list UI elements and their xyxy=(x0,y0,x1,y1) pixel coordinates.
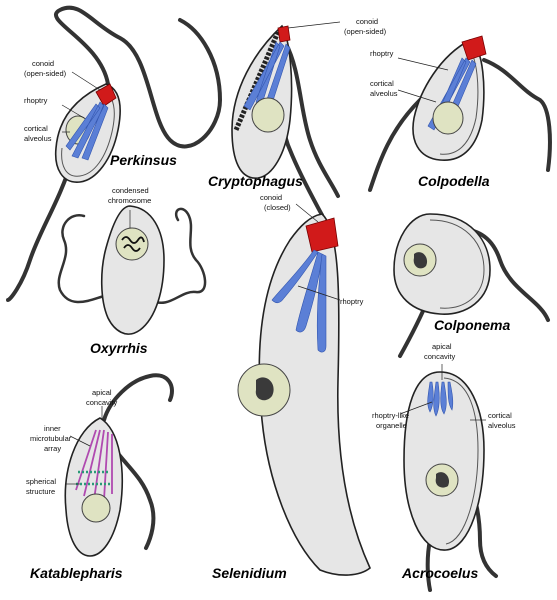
katablepharis-apical-label: apical xyxy=(92,388,112,397)
oxyrrhis-taxon-name: Oxyrrhis xyxy=(90,340,148,356)
perkinsus-cell: conoid (open-sided) rhoptry cortical alv… xyxy=(6,5,223,302)
selenidium-conoid-label: conoid xyxy=(260,193,282,202)
acrocoelus-organelle-label: organelle xyxy=(376,421,407,430)
perkinsus-taxon-name: Perkinsus xyxy=(110,152,177,168)
katablepharis-concavity-label: concavity xyxy=(86,398,118,407)
selenidium-rhoptry-shape xyxy=(271,249,327,353)
cryptophagus-conoid-shape xyxy=(277,25,291,43)
selenidium-taxon-name: Selenidium xyxy=(212,565,287,581)
perkinsus-flagellum-posterior xyxy=(6,158,74,302)
perkinsus-alveolus-line xyxy=(61,89,115,177)
oxyrrhis-chromosome-sub-label: chromosome xyxy=(108,196,151,205)
katablepharis-spherical-label: spherical xyxy=(26,477,56,486)
acrocoelus-rhoptry-shape xyxy=(427,381,454,417)
selenidium-rhoptry-label: rhoptry xyxy=(340,297,364,306)
perkinsus-conoid-label: conoid xyxy=(32,59,54,68)
oxyrrhis-nucleus xyxy=(115,227,149,261)
katablepharis-structure-label: structure xyxy=(26,487,55,496)
colpodella-nucleus xyxy=(432,101,464,135)
colpodella-rhoptry-label: rhoptry xyxy=(370,49,394,58)
katablepharis-flagellum-1 xyxy=(102,373,174,422)
cryptophagus-conoid-sub-label: (open-sided) xyxy=(344,27,387,36)
selenidium-conoid-sub-label: (closed) xyxy=(264,203,291,212)
colponema-alveolus-line xyxy=(429,219,485,309)
colpodella-taxon-name: Colpodella xyxy=(418,173,490,189)
acrocoelus-concavity-label: concavity xyxy=(424,352,456,361)
cryptophagus-flagellum-1 xyxy=(284,42,340,198)
perkinsus-conoid-shape xyxy=(95,83,117,107)
perkinsus-flagellum-anterior xyxy=(54,5,223,149)
oxyrrhis-chromosome-squiggle xyxy=(121,236,145,252)
cryptophagus-conoid-label: conoid xyxy=(356,17,378,26)
katablepharis-inner-label: inner xyxy=(44,424,61,433)
colponema-cell: Colponema xyxy=(393,213,550,358)
acrocoelus-taxon-name: Acrocoelus xyxy=(401,565,478,581)
acrocoelus-alveolus-label: alveolus xyxy=(488,421,516,430)
oxyrrhis-flagellum-right xyxy=(148,207,207,304)
colpodella-alveolus-label: alveolus xyxy=(370,89,398,98)
oxyrrhis-body xyxy=(100,205,165,335)
acrocoelus-cell: apical concavity rhoptry-like organelle … xyxy=(372,342,516,592)
cryptophagus-nucleus xyxy=(251,97,285,133)
perkinsus-rhoptry-shape xyxy=(65,101,109,161)
colponema-nucleolus xyxy=(413,252,428,269)
selenidium-nucleolus xyxy=(255,377,274,401)
katablepharis-spherical-row xyxy=(76,470,112,486)
katablepharis-array-label: array xyxy=(44,444,61,453)
acrocoelus-rhoptry-label: rhoptry-like xyxy=(372,411,409,420)
katablepharis-taxon-name: Katablepharis xyxy=(30,565,123,581)
perkinsus-alveolus-label: alveolus xyxy=(24,134,52,143)
katablepharis-microtubular-array xyxy=(75,429,113,501)
colpodella-conoid-shape xyxy=(461,35,487,61)
perkinsus-rhoptry-label: rhoptry xyxy=(24,96,48,105)
katablepharis-microtubular-label: microtubular xyxy=(30,434,72,443)
selenidium-conoid-shape xyxy=(305,217,339,253)
acrocoelus-body xyxy=(403,371,485,551)
colpodella-flagellum-2 xyxy=(368,98,422,192)
oxyrrhis-flagellum-left xyxy=(57,214,106,304)
perkinsus-cortical-label: cortical xyxy=(24,124,48,133)
katablepharis-body xyxy=(64,417,123,557)
oxyrrhis-chromosome-label: condensed xyxy=(112,186,149,195)
colponema-body xyxy=(393,213,491,315)
acrocoelus-apical-label: apical xyxy=(432,342,452,351)
katablepharis-cell: apical concavity inner microtubular arra… xyxy=(26,373,174,581)
colpodella-alveolus-line xyxy=(439,45,479,155)
cryptophagus-cell: conoid (open-sided) Cryptophagus xyxy=(208,17,387,217)
acrocoelus-alveolus-line xyxy=(443,377,479,545)
colpodella-flagellum-1 xyxy=(482,58,552,172)
selenidium-cell: conoid (closed) rhoptry Selenidium xyxy=(212,193,371,581)
cryptophagus-taxon-name: Cryptophagus xyxy=(208,173,303,189)
acrocoelus-cortical-label: cortical xyxy=(488,411,512,420)
oxyrrhis-cell: condensed chromosome Oxyrrhis xyxy=(57,186,207,356)
acrocoelus-nucleolus xyxy=(435,472,450,488)
perkinsus-conoid-sub-label: (open-sided) xyxy=(24,69,67,78)
colpodella-cell: rhoptry cortical alveolus Colpodella xyxy=(368,35,552,192)
selenidium-body xyxy=(258,213,371,576)
colpodella-cortical-label: cortical xyxy=(370,79,394,88)
katablepharis-nucleus xyxy=(81,493,111,523)
colponema-taxon-name: Colponema xyxy=(434,317,510,333)
